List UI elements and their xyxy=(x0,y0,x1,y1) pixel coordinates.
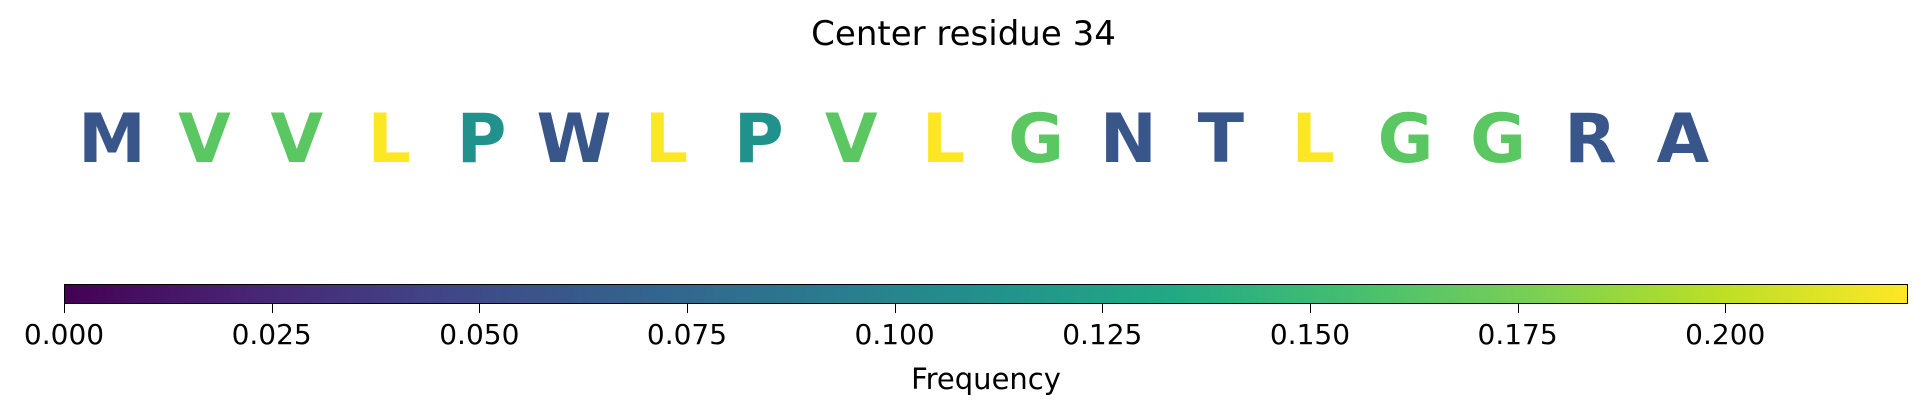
colorbar-tick-label: 0.000 xyxy=(23,318,105,351)
colorbar-tick-label: 0.050 xyxy=(439,318,520,351)
colorbar-tick-label: 0.100 xyxy=(854,318,935,351)
residue-letter: P xyxy=(456,100,507,179)
residue-letter: V xyxy=(178,100,231,179)
colorbar-tick-label: 0.025 xyxy=(231,318,312,351)
colorbar-tick xyxy=(895,304,896,313)
residue-letter: M xyxy=(78,100,146,179)
colorbar-tick-label: 0.200 xyxy=(1685,318,1766,351)
residue-letter: G xyxy=(1008,100,1064,179)
colorbar-tick xyxy=(1102,304,1103,313)
residue-letter: L xyxy=(644,100,689,179)
chart-title: Center residue 34 xyxy=(811,14,1116,54)
residue-letter: G xyxy=(1377,100,1434,179)
residue-letter: V xyxy=(824,100,878,179)
colorbar-tick-label: 0.150 xyxy=(1269,318,1351,351)
colorbar-tick-label: 0.175 xyxy=(1477,318,1558,351)
colorbar-tick-label: 0.075 xyxy=(646,318,728,351)
colorbar-label: Frequency xyxy=(911,362,1061,396)
colorbar-tick xyxy=(687,304,688,313)
residue-letter: G xyxy=(1470,100,1526,179)
colorbar-tick xyxy=(1725,304,1726,313)
residue-letter: P xyxy=(733,100,784,179)
colorbar-tick xyxy=(479,304,480,313)
colorbar-tick-label: 0.125 xyxy=(1062,318,1143,351)
residue-letter: L xyxy=(1291,100,1335,179)
colorbar-tick xyxy=(64,304,65,313)
residue-letter: V xyxy=(270,100,324,179)
residue-letter: L xyxy=(367,100,411,179)
residue-letter: T xyxy=(1197,100,1244,179)
colorbar-tick xyxy=(1518,304,1519,313)
residue-letter: A xyxy=(1656,100,1710,179)
colorbar xyxy=(64,284,1908,304)
residue-letter: R xyxy=(1564,100,1617,179)
residue-letter: L xyxy=(921,100,966,179)
residue-letter: N xyxy=(1099,100,1157,179)
colorbar-tick xyxy=(1310,304,1311,313)
residue-letter: W xyxy=(536,100,612,179)
colorbar-tick xyxy=(272,304,273,313)
